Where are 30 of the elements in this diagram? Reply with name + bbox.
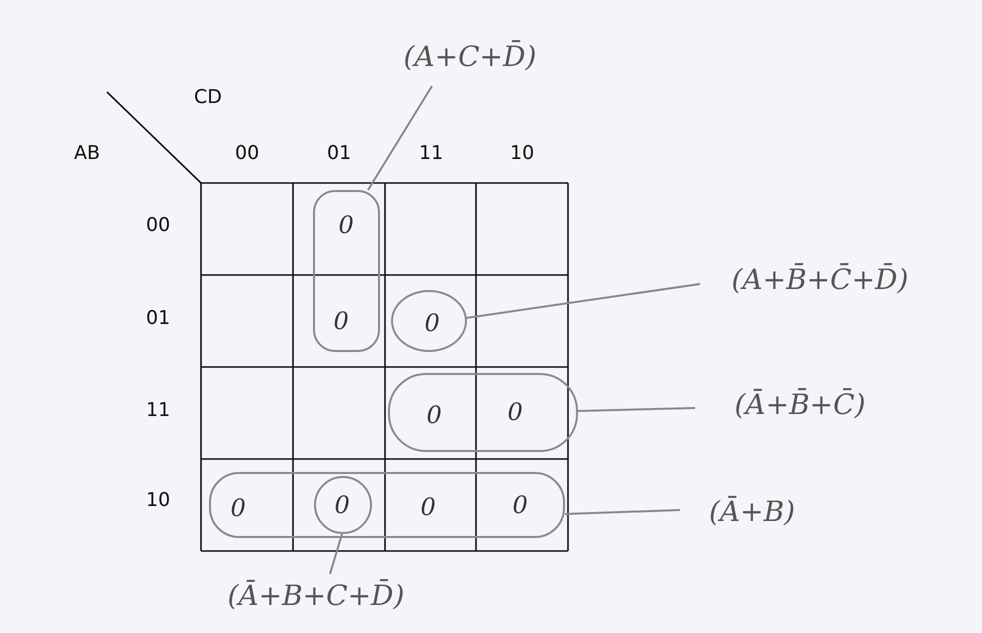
- axis-label: CD: [194, 88, 222, 106]
- loop-outline: [313, 190, 380, 352]
- term-label: (Ā+B): [709, 498, 796, 526]
- leader-line: [564, 509, 680, 515]
- axis-label: 11: [146, 400, 170, 420]
- axis-label: AB: [74, 144, 100, 162]
- cell-value: 0: [230, 496, 246, 520]
- cell-value: 0: [424, 311, 440, 335]
- circle-outline: [391, 290, 467, 352]
- cell-value: 0: [512, 493, 528, 517]
- loop-outline: [209, 472, 565, 538]
- leader-line: [466, 283, 700, 319]
- axis-label: 11: [419, 144, 444, 162]
- leader-line: [578, 407, 696, 412]
- axis-label: 01: [146, 308, 170, 328]
- cell-value: 0: [508, 400, 523, 424]
- cell-value: 0: [338, 213, 354, 237]
- axis-label: 10: [146, 490, 170, 510]
- axis-label: 00: [146, 216, 170, 234]
- leader-line: [329, 534, 343, 574]
- leader-line: [367, 85, 433, 191]
- loop-outline: [388, 373, 578, 452]
- axis-label: 00: [235, 144, 260, 162]
- axis-label: 10: [510, 144, 534, 162]
- cell-value: 0: [426, 403, 442, 427]
- cell-value: 0: [334, 309, 349, 333]
- axis-label: 01: [327, 144, 352, 162]
- circle-outline: [314, 476, 372, 534]
- cell-value: 0: [420, 495, 436, 519]
- cell-value: 0: [334, 493, 350, 517]
